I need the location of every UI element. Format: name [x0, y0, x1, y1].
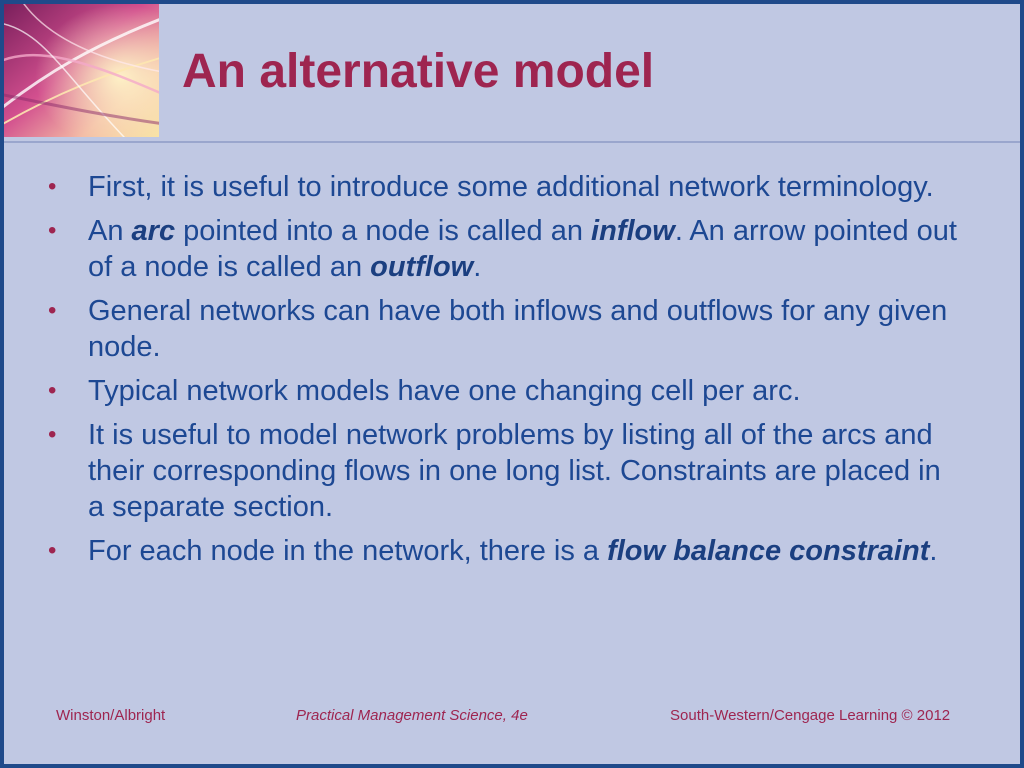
bullet-icon: • [48, 173, 57, 200]
bullet-text: First, it is useful to introduce some ad… [88, 171, 934, 203]
term-outflow: outflow [370, 251, 474, 283]
term-arc: arc [131, 215, 176, 247]
bullet-item: • General networks can have both inflows… [44, 293, 964, 365]
footer-book-title: Practical Management Science, 4e [296, 707, 528, 724]
bullet-text: For each node in the network, there is a [88, 535, 608, 567]
term-flow-balance-constraint: flow balance constraint [607, 535, 930, 567]
bullet-icon: • [48, 297, 57, 324]
bullet-text: An [88, 215, 132, 247]
bullet-text: . [929, 535, 938, 567]
bullet-text: Typical network models have one changing… [88, 375, 801, 407]
bullet-text: It is useful to model network problems b… [88, 419, 941, 523]
bullet-item: • First, it is useful to introduce some … [44, 169, 964, 205]
bullet-text: . An arrow pointed out of a node is call… [88, 215, 957, 283]
abstract-light-streaks-image [4, 4, 159, 137]
term-inflow: inflow [591, 215, 675, 247]
bullet-item: • It is useful to model network problems… [44, 417, 964, 525]
bullet-item: • For each node in the network, there is… [44, 533, 964, 569]
bullet-text: pointed into a node is called an [175, 215, 592, 247]
title-divider [4, 141, 1020, 143]
bullet-list: • First, it is useful to introduce some … [44, 169, 964, 577]
bullet-icon: • [48, 217, 57, 244]
footer-authors: Winston/Albright [56, 707, 166, 724]
bullet-icon: • [48, 421, 57, 448]
bullet-icon: • [48, 377, 57, 404]
bullet-icon: • [48, 537, 57, 564]
bullet-item: • Typical network models have one changi… [44, 373, 964, 409]
bullet-item: • An arc pointed into a node is called a… [44, 213, 964, 285]
bullet-text: General networks can have both inflows a… [88, 295, 948, 363]
bullet-text: . [473, 251, 482, 283]
footer-publisher: South-Western/Cengage Learning © 2012 [670, 707, 951, 724]
slide-title: An alternative model [182, 45, 655, 98]
